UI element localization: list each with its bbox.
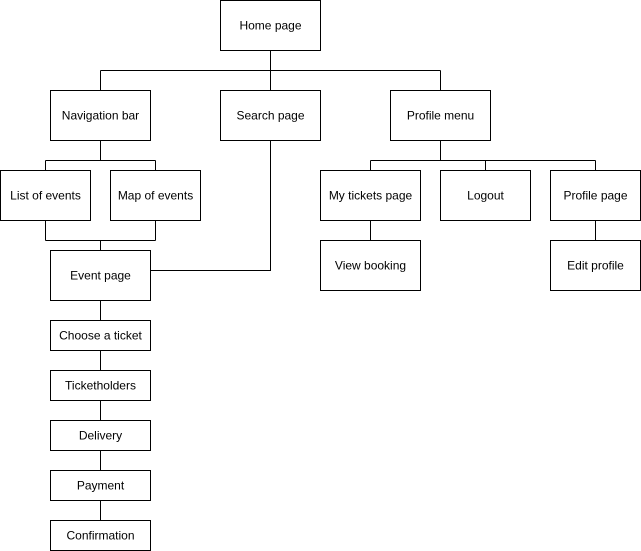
node-profile-page-label: Profile page (563, 189, 627, 203)
node-profile-page: Profile page (550, 170, 641, 221)
node-event-page: Event page (50, 250, 151, 301)
edge-home-children (100, 50, 441, 91)
node-edit-profile-label: Edit profile (567, 259, 624, 273)
node-choose-a-ticket: Choose a ticket (50, 320, 151, 351)
node-list-of-events: List of events (0, 170, 91, 221)
node-profile-menu-label: Profile menu (407, 109, 474, 123)
node-edit-profile: Edit profile (550, 240, 641, 291)
node-navigation-bar-label: Navigation bar (62, 109, 139, 123)
node-event-page-label: Event page (70, 269, 131, 283)
edge-profile-menu-children (370, 140, 596, 171)
node-home-page: Home page (220, 0, 321, 51)
node-view-booking-label: View booking (335, 259, 406, 273)
node-payment-label: Payment (77, 479, 125, 493)
node-delivery-label: Delivery (79, 429, 122, 443)
node-map-of-events-label: Map of events (118, 189, 193, 203)
node-navigation-bar: Navigation bar (50, 90, 151, 141)
node-my-tickets-page: My tickets page (320, 170, 421, 221)
node-logout-label: Logout (467, 189, 504, 203)
node-view-booking: View booking (320, 240, 421, 291)
node-logout: Logout (440, 170, 531, 221)
node-ticketholders: Ticketholders (50, 370, 151, 401)
node-payment: Payment (50, 470, 151, 501)
node-search-page: Search page (220, 90, 321, 141)
edge-search-to-event (150, 140, 271, 271)
node-home-page-label: Home page (239, 19, 301, 33)
node-list-of-events-label: List of events (10, 189, 81, 203)
node-confirmation: Confirmation (50, 520, 151, 551)
node-search-page-label: Search page (236, 109, 304, 123)
node-profile-menu: Profile menu (390, 90, 491, 141)
connectors (45, 50, 596, 521)
edge-lists-to-event (45, 220, 156, 251)
node-ticketholders-label: Ticketholders (65, 379, 136, 393)
node-delivery: Delivery (50, 420, 151, 451)
node-confirmation-label: Confirmation (66, 529, 134, 543)
node-my-tickets-page-label: My tickets page (329, 189, 413, 203)
edge-navbar-children (45, 140, 156, 171)
node-map-of-events: Map of events (110, 170, 201, 221)
node-choose-a-ticket-label: Choose a ticket (59, 329, 142, 343)
